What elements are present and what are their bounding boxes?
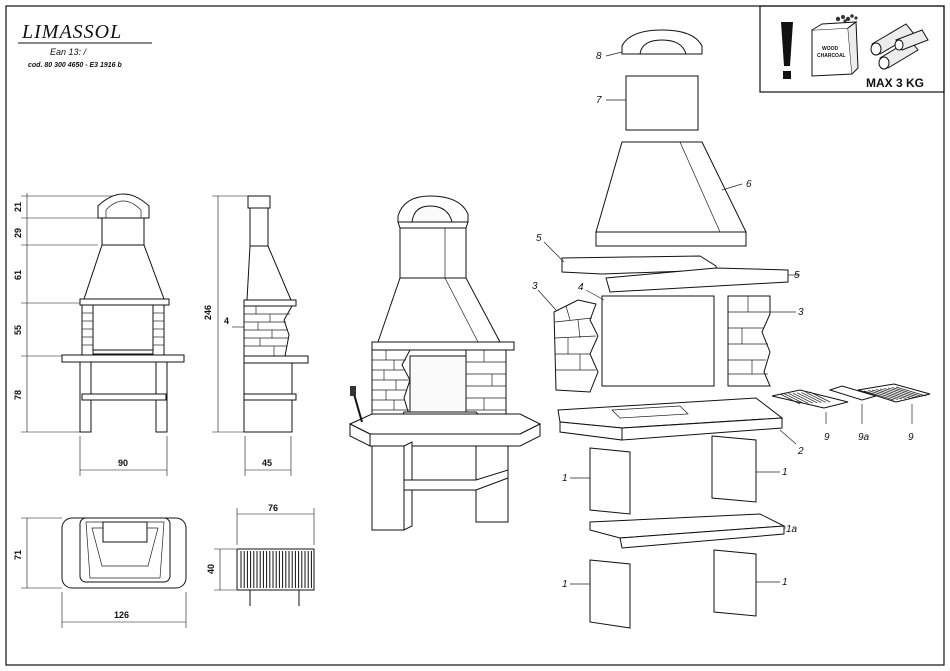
dim-front-55: 55	[13, 325, 23, 335]
front-view: 21 29 61 55 78 90	[13, 193, 184, 476]
dim-front-width: 90	[118, 458, 128, 468]
side-view: 246 4 45	[203, 196, 308, 476]
part-label-9a: 9a	[858, 432, 870, 443]
max-load-label: MAX 3 KG	[866, 76, 924, 90]
dim-side-total: 246	[203, 305, 213, 320]
article-code: cod. 80 300 4650 - E3 1916 b	[28, 62, 123, 69]
part-label-9-right: 9	[908, 432, 914, 443]
perspective-view	[350, 196, 540, 530]
part-label-2: 2	[797, 446, 804, 457]
part-label-1-b: 1	[782, 467, 788, 478]
exploded-view: 8 7 6 5 5 3 4	[532, 30, 930, 628]
ean-code: Ean 13: /	[50, 47, 88, 57]
warning-box: WOOD CHARCOAL MAX 3 KG	[760, 6, 944, 92]
part-label-1a: 1a	[786, 524, 798, 535]
dim-side-depth: 45	[262, 458, 272, 468]
part-label-9-left: 9	[824, 432, 830, 443]
plan-view: 71 126	[13, 518, 186, 628]
dim-front-78: 78	[13, 390, 23, 400]
header: LIMASSOL Ean 13: / cod. 80 300 4650 - E3…	[18, 21, 152, 69]
product-title: LIMASSOL	[21, 21, 122, 43]
bag-text-wood: WOOD	[822, 46, 838, 52]
dim-front-29: 29	[13, 228, 23, 238]
part-label-1-c: 1	[562, 579, 568, 590]
dim-plan-width: 126	[114, 610, 129, 620]
part-label-5-left: 5	[536, 233, 542, 244]
exclamation-icon	[781, 22, 793, 79]
grill-detail: 76 40	[206, 503, 314, 606]
part-label-1-d: 1	[782, 577, 788, 588]
firewood-logs-icon	[871, 24, 928, 69]
part-label-1-a: 1	[562, 473, 568, 484]
dim-grill-height: 40	[206, 564, 216, 574]
dim-front-21: 21	[13, 202, 23, 212]
part-label-7: 7	[596, 95, 602, 106]
dim-grill-width: 76	[268, 503, 278, 513]
dim-side-offset: 4	[224, 316, 229, 326]
part-label-3-left: 3	[532, 281, 538, 292]
bag-text-charcoal: CHARCOAL	[817, 53, 846, 59]
part-label-6: 6	[746, 179, 752, 190]
part-label-4: 4	[578, 282, 584, 293]
charcoal-bag-icon: WOOD CHARCOAL	[812, 14, 858, 76]
dim-front-61: 61	[13, 270, 23, 280]
dim-plan-depth: 71	[13, 550, 23, 560]
part-label-8: 8	[596, 51, 602, 62]
brush-icon	[350, 386, 362, 422]
part-label-5-right: 5	[794, 270, 800, 281]
part-label-3-right: 3	[798, 307, 804, 318]
